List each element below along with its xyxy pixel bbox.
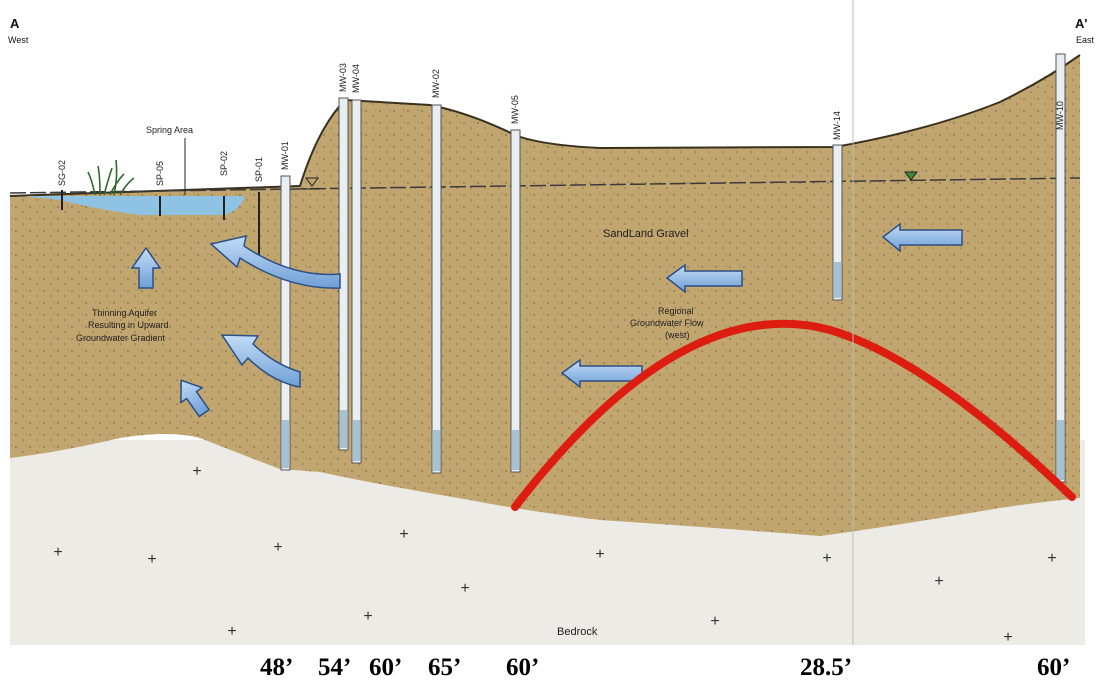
depth-label-mw-10: 60’ <box>1037 654 1070 681</box>
well-mw-10: MW-10 <box>1055 53 1066 483</box>
svg-text:SP-02: SP-02 <box>219 151 229 176</box>
svg-text:+: + <box>53 544 62 561</box>
regional-flow-label-line2: Groundwater Flow <box>630 318 704 328</box>
svg-text:+: + <box>192 463 201 480</box>
svg-text:+: + <box>227 623 236 640</box>
water-table-marker-right <box>904 171 918 181</box>
svg-text:+: + <box>147 551 156 568</box>
corner-right-direction: East <box>1076 35 1095 45</box>
depth-label-mw-14: 28.5’ <box>800 654 852 681</box>
spring-water <box>25 196 245 215</box>
svg-text:+: + <box>399 526 408 543</box>
svg-text:SG-02: SG-02 <box>57 160 67 186</box>
svg-text:+: + <box>1003 629 1012 646</box>
curved-flow-arrow-icon <box>209 235 341 289</box>
svg-text:+: + <box>710 613 719 630</box>
upward-flow-arrow-icon <box>130 246 162 289</box>
depth-label-mw-03: 54’ <box>318 654 351 681</box>
well-mw-02: MW-02 <box>431 69 442 474</box>
surface-point-sp-05: SP-05 <box>155 161 165 216</box>
well-mw-14: MW-14 <box>832 111 843 301</box>
depth-label-mw-04: 60’ <box>369 654 402 681</box>
svg-text:SP-01: SP-01 <box>254 157 264 182</box>
svg-text:MW-05: MW-05 <box>510 95 520 124</box>
water-table <box>9 177 1081 194</box>
sand-gravel-label: SandLand Gravel <box>603 228 689 240</box>
flow-arrow-icon <box>665 263 743 294</box>
svg-text:MW-10: MW-10 <box>1055 101 1065 130</box>
thinning-label-line1: Thinning Aquifer <box>92 308 157 318</box>
surface-point-sp-02: SP-02 <box>219 151 229 220</box>
svg-text:MW-02: MW-02 <box>431 69 441 98</box>
depth-label-mw-02: 65’ <box>428 654 461 681</box>
svg-text:MW-04: MW-04 <box>351 64 361 93</box>
regional-flow-label-line3: (west) <box>665 330 690 340</box>
bedrock-label: Bedrock <box>557 626 598 638</box>
depth-label-mw-05: 60’ <box>506 654 539 681</box>
svg-text:+: + <box>822 550 831 567</box>
surface-point-sp-01: SP-01 <box>254 157 264 255</box>
spring-area-label: Spring Area <box>146 125 193 135</box>
svg-text:MW-14: MW-14 <box>832 111 842 140</box>
well-mw-03: MW-03 <box>338 63 349 451</box>
curved-flow-arrow-icon <box>220 334 301 388</box>
svg-text:SP-05: SP-05 <box>155 161 165 186</box>
svg-text:+: + <box>595 546 604 563</box>
depth-label-mw-01: 48’ <box>260 654 293 681</box>
vegetation-icon <box>87 159 135 196</box>
regional-flow-label-line1: Regional <box>658 306 694 316</box>
red-curve <box>511 319 1076 511</box>
corner-left-letter: A <box>10 16 20 31</box>
svg-text:+: + <box>934 573 943 590</box>
diagonal-flow-arrow-icon <box>180 379 211 418</box>
svg-text:+: + <box>460 580 469 597</box>
svg-text:+: + <box>273 539 282 556</box>
water-table-marker-left <box>304 177 320 190</box>
bedrock-plus-markers: + + + + + + + + + + + + + + <box>53 463 1056 646</box>
svg-text:+: + <box>363 608 372 625</box>
thinning-label-line3: Groundwater Gradient <box>76 333 166 343</box>
svg-text:MW-03: MW-03 <box>338 63 348 92</box>
corner-left-direction: West <box>8 35 29 45</box>
surface-point-sg-02: SG-02 <box>57 160 67 210</box>
corner-right-letter: A' <box>1075 16 1087 31</box>
well-mw-05: MW-05 <box>510 95 521 473</box>
svg-text:MW-01: MW-01 <box>280 141 290 170</box>
thinning-label-line2: Resulting in Upward <box>88 320 169 330</box>
well-mw-04: MW-04 <box>351 64 362 464</box>
flow-arrow-icon <box>881 222 963 253</box>
well-mw-01: MW-01 <box>280 141 291 471</box>
svg-text:+: + <box>1047 550 1056 567</box>
